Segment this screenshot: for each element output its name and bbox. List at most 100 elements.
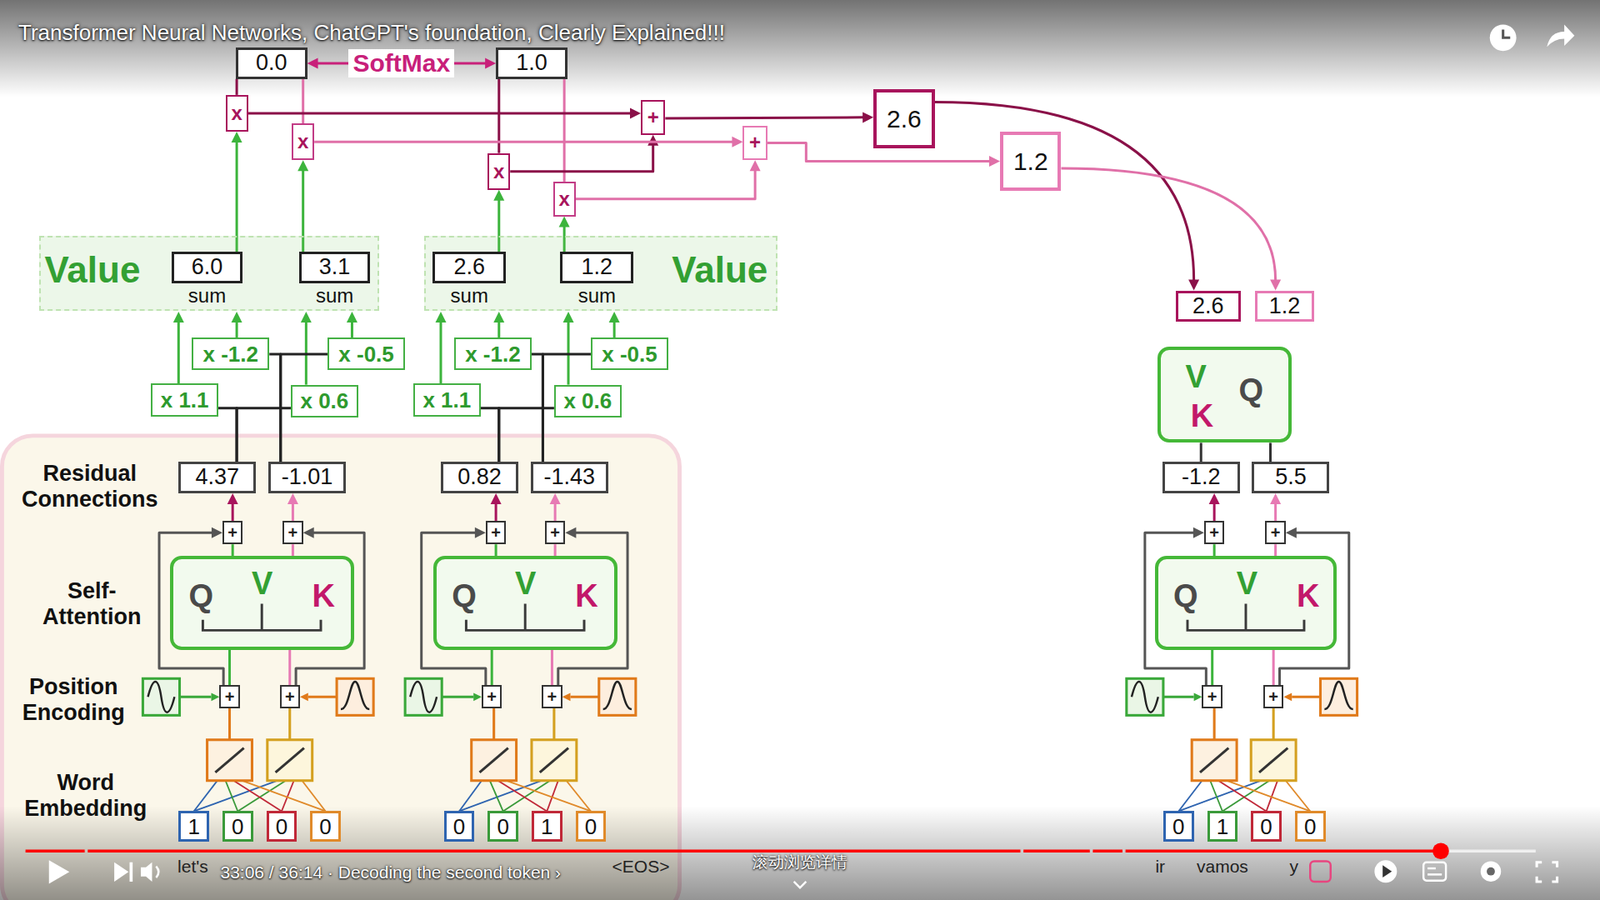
add-box: + — [282, 520, 303, 545]
connector — [555, 544, 556, 556]
arrowhead — [559, 216, 570, 228]
node-text: -1.01 — [281, 465, 334, 490]
bump-icon — [570, 695, 599, 699]
node-text: x 1.1 — [422, 388, 471, 413]
connector-line — [1060, 168, 1275, 280]
connector — [1060, 168, 1281, 290]
token-word: let's — [177, 856, 209, 877]
arrowhead — [435, 311, 446, 323]
embedding-wire — [228, 707, 231, 740]
embedding-wire — [1272, 707, 1275, 740]
node-text: + — [1270, 523, 1281, 542]
value-sum-box: 6.0sum — [171, 251, 244, 312]
bump-icon — [603, 681, 632, 710]
node-text: x — [230, 102, 242, 125]
one-hot-box: 0 — [1250, 810, 1282, 842]
arrowhead — [475, 527, 486, 539]
connector — [231, 311, 243, 338]
arrowhead — [731, 136, 743, 148]
node-text: 0.0 — [255, 50, 288, 76]
connector-line — [1272, 650, 1275, 685]
arrowhead — [287, 493, 299, 505]
arrowhead — [565, 527, 576, 539]
one-hot-box: 1 — [531, 810, 563, 842]
arrowhead — [303, 527, 315, 539]
token-word: vamos — [1196, 856, 1249, 877]
connector — [935, 101, 1200, 290]
node-text: + — [550, 523, 560, 542]
arrowhead — [1193, 527, 1205, 539]
arrowhead — [1188, 280, 1200, 291]
connector-line — [288, 650, 291, 685]
arrowhead — [227, 493, 239, 505]
connector-line — [613, 321, 616, 338]
connector — [665, 111, 874, 123]
weight-box: x 1.1 — [150, 383, 219, 416]
connector — [480, 408, 500, 462]
attention-letter: V — [515, 566, 536, 602]
connector — [302, 79, 304, 124]
one-hot-box: 0 — [310, 810, 341, 842]
value-band: Value6.0sum3.1sum — [39, 235, 380, 310]
attention-bracket — [1187, 604, 1305, 631]
connector — [292, 544, 294, 556]
connector — [1200, 442, 1202, 462]
connector-line — [497, 321, 500, 338]
add-box: + — [219, 685, 240, 709]
connector — [269, 354, 280, 462]
value-box-border: 2.6 — [432, 251, 506, 284]
sine-icon — [142, 678, 180, 715]
node-text: 0 — [496, 815, 509, 840]
node-text: -1.43 — [543, 465, 595, 490]
connector — [491, 650, 493, 685]
player-icon — [140, 862, 152, 882]
arrowhead — [989, 155, 1000, 167]
residual-box: -1.43 — [530, 461, 609, 494]
add-box: + — [280, 685, 300, 709]
value-box: 1.2 — [1255, 290, 1315, 323]
connector — [1211, 650, 1213, 685]
arrowhead — [1270, 493, 1281, 505]
connector — [609, 311, 620, 338]
attention-letter: V — [251, 566, 273, 602]
bump-icon — [1320, 678, 1357, 715]
weight-box: x 1.1 — [413, 383, 481, 416]
bump-icon — [300, 678, 1358, 715]
attention-output-box: 1.2 — [1000, 131, 1061, 191]
connector-line — [1274, 503, 1277, 521]
arrowhead — [300, 311, 312, 323]
attention-letter: Q — [1173, 579, 1199, 615]
node-text: 0 — [1304, 815, 1316, 840]
node-text: 1 — [540, 815, 553, 840]
add-box: + — [1201, 685, 1222, 709]
node-text: + — [1209, 523, 1220, 542]
residual-box: 0.82 — [440, 461, 519, 494]
arrowhead — [630, 107, 641, 119]
residual-box: -1.01 — [268, 461, 346, 494]
player-icon — [1536, 862, 1557, 882]
node-text: x — [493, 160, 505, 183]
connector — [490, 493, 502, 521]
top-shade — [0, 0, 1600, 97]
activation-box — [1259, 748, 1288, 773]
node-text: x -0.5 — [338, 342, 395, 367]
arrowhead — [493, 190, 505, 201]
node-text: 1.0 — [515, 50, 548, 76]
value-box-border: 1.2 — [560, 251, 634, 284]
weight-box: x -0.5 — [590, 337, 669, 370]
player-icon — [1423, 862, 1446, 881]
connector — [493, 311, 505, 338]
self-attention-box: QVK — [170, 555, 354, 650]
connector-line — [248, 111, 631, 115]
value-box-border: 6.0 — [171, 251, 244, 284]
connector — [218, 408, 237, 462]
activation-box — [267, 740, 313, 781]
node-text: + — [490, 523, 501, 542]
connector-line — [554, 503, 557, 521]
attention-bracket — [466, 604, 585, 631]
connector-line — [439, 321, 442, 384]
weight-box: x -0.5 — [327, 337, 405, 370]
activation-box — [1191, 740, 1237, 781]
row-label: Residual Connections — [13, 460, 167, 513]
